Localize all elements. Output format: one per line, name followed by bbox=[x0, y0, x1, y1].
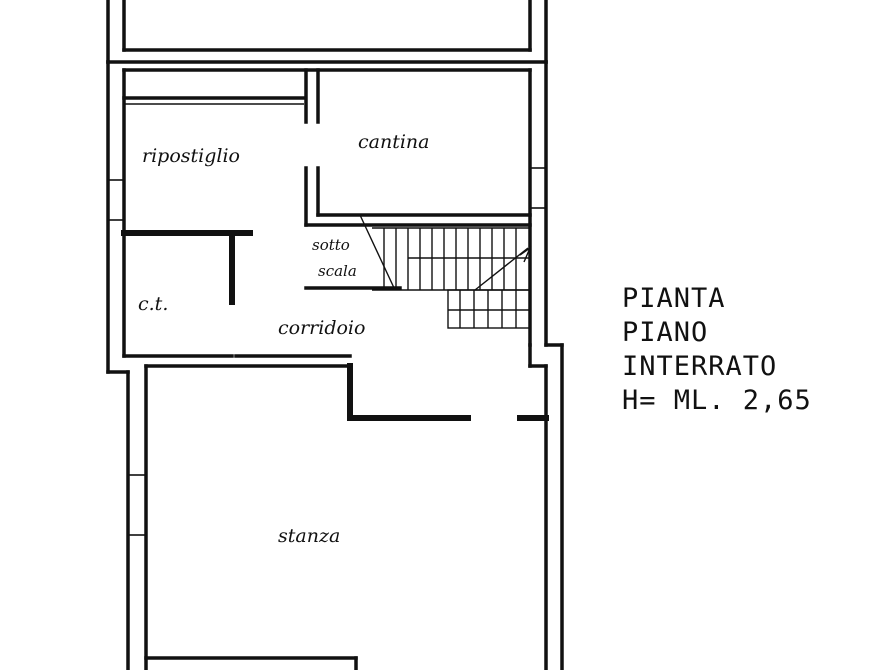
room-label-stanza: stanza bbox=[278, 525, 340, 547]
title-line-3: INTERRATO bbox=[622, 351, 778, 382]
title-line-1: PIANTA bbox=[622, 283, 726, 314]
title-line-2: PIANO bbox=[622, 317, 709, 348]
interior-walls bbox=[121, 68, 549, 421]
outer-right-wall bbox=[528, 60, 564, 670]
title-line-4: H= ML. 2,65 bbox=[622, 385, 812, 416]
room-label-cantina: cantina bbox=[358, 131, 429, 153]
bottom-wall bbox=[144, 656, 358, 670]
plan-title: PIANTA PIANO INTERRATO H= ML. 2,65 bbox=[622, 282, 812, 418]
top-room-walls bbox=[106, 0, 548, 64]
outer-left-wall bbox=[106, 60, 148, 670]
room-label-corridoio: corridoio bbox=[278, 317, 365, 339]
room-label-sottoscala-2: scala bbox=[318, 262, 357, 280]
staircase bbox=[359, 214, 532, 329]
room-label-ripostiglio: ripostiglio bbox=[142, 145, 240, 167]
room-label-ct: c.t. bbox=[138, 293, 168, 315]
room-label-sottoscala-1: sotto bbox=[312, 236, 350, 254]
